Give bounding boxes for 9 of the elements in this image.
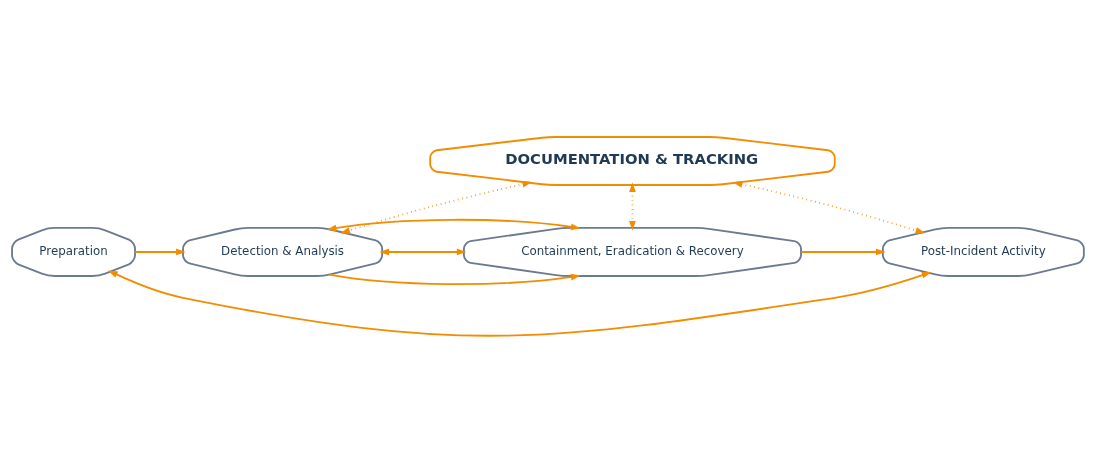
arrow (379, 248, 467, 255)
arrow (800, 248, 886, 255)
arrow (326, 218, 581, 231)
arrow (108, 269, 932, 337)
arrow (629, 181, 636, 231)
arrow (328, 273, 581, 285)
arrow (732, 180, 926, 234)
arrow (340, 180, 533, 234)
arrow (134, 248, 186, 255)
